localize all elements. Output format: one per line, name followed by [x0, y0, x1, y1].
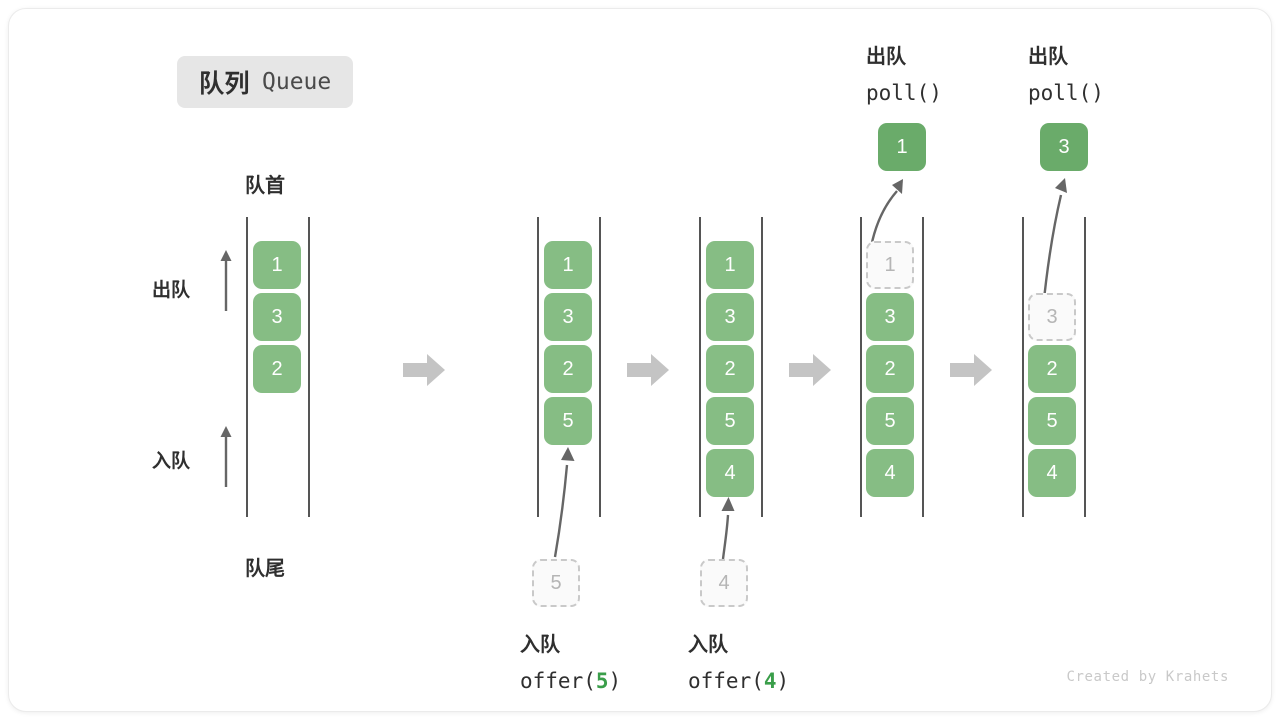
operation-arg: 5	[595, 669, 609, 693]
queue-cell: 2	[253, 345, 301, 393]
operation-close: )	[776, 669, 790, 693]
operation-label-cn: 出队	[866, 46, 906, 68]
operation-label-poll-3: 出队 poll()	[1028, 39, 1104, 111]
operation-label-cn: 入队	[688, 634, 728, 656]
operation-label-code: offer(4)	[688, 663, 789, 699]
queue-cell: 2	[706, 345, 754, 393]
enqueue-direction-label: 入队	[152, 451, 191, 472]
rail-right	[308, 217, 310, 517]
operation-label-offer-4: 入队 offer(4)	[688, 627, 789, 699]
operation-label-code: offer(5)	[520, 663, 621, 699]
dequeue-direction-label: 出队	[152, 280, 191, 301]
incoming-ghost-cell: 4	[700, 559, 748, 607]
queue-cell: 4	[866, 449, 914, 497]
queue-cell: 5	[1028, 397, 1076, 445]
operation-label-cn: 出队	[1028, 46, 1068, 68]
enqueue-direction-arrow-icon	[218, 425, 234, 487]
operation-close: )	[608, 669, 622, 693]
queue-cell-new: 5	[544, 397, 592, 445]
popped-cell: 1	[878, 123, 926, 171]
queue-cell: 4	[1028, 449, 1076, 497]
queue-cell: 2	[866, 345, 914, 393]
operation-fn: poll(	[866, 81, 930, 105]
queue-cell: 1	[253, 241, 301, 289]
watermark-credit: Created by Krahets	[1066, 669, 1229, 685]
title-english: Queue	[262, 69, 332, 95]
queue-cell: 3	[866, 293, 914, 341]
queue-cell: 3	[253, 293, 301, 341]
operation-label-poll-1: 出队 poll()	[866, 39, 942, 111]
queue-cell: 3	[544, 293, 592, 341]
queue-cell-new: 4	[706, 449, 754, 497]
popped-cell: 3	[1040, 123, 1088, 171]
diagram-title-badge: 队列 Queue	[177, 56, 354, 108]
rail-left	[1022, 217, 1024, 517]
operation-label-offer-5: 入队 offer(5)	[520, 627, 621, 699]
rail-left	[860, 217, 862, 517]
operation-label-cn: 入队	[520, 634, 560, 656]
rail-right	[1084, 217, 1086, 517]
operation-label-code: poll()	[1028, 75, 1104, 111]
enqueue-motion-arrow-icon	[529, 439, 599, 564]
operation-fn: poll(	[1028, 81, 1092, 105]
queue-rear-label: 队尾	[245, 558, 285, 580]
queue-cell: 5	[706, 397, 754, 445]
queue-front-label: 队首	[245, 175, 285, 197]
queue-cell-vacated: 3	[1028, 293, 1076, 341]
dequeue-direction-arrow-icon	[218, 249, 234, 311]
operation-fn: offer(	[520, 669, 596, 693]
operation-close: )	[929, 81, 942, 105]
queue-cell: 5	[866, 397, 914, 445]
step-arrow-icon	[789, 352, 831, 388]
diagram-canvas: 队列 Queue 队首 队尾 出队 入队 1 3 2	[8, 8, 1272, 712]
rail-left	[699, 217, 701, 517]
operation-close: )	[1091, 81, 1104, 105]
operation-label-code: poll()	[866, 75, 942, 111]
incoming-ghost-cell: 5	[532, 559, 580, 607]
operation-fn: offer(	[688, 669, 764, 693]
rail-left	[537, 217, 539, 517]
rail-left	[246, 217, 248, 517]
step-arrow-icon	[627, 352, 669, 388]
queue-cell: 2	[1028, 345, 1076, 393]
queue-cell: 2	[544, 345, 592, 393]
queue-cell: 1	[706, 241, 754, 289]
rail-right	[599, 217, 601, 517]
queue-cell: 3	[706, 293, 754, 341]
step-arrow-icon	[950, 352, 992, 388]
rail-right	[761, 217, 763, 517]
operation-arg: 4	[763, 669, 777, 693]
enqueue-motion-arrow-icon	[699, 491, 759, 566]
step-arrow-icon	[403, 352, 445, 388]
queue-cell: 1	[544, 241, 592, 289]
queue-cell-vacated: 1	[866, 241, 914, 289]
rail-right	[922, 217, 924, 517]
title-chinese: 队列	[199, 70, 251, 98]
